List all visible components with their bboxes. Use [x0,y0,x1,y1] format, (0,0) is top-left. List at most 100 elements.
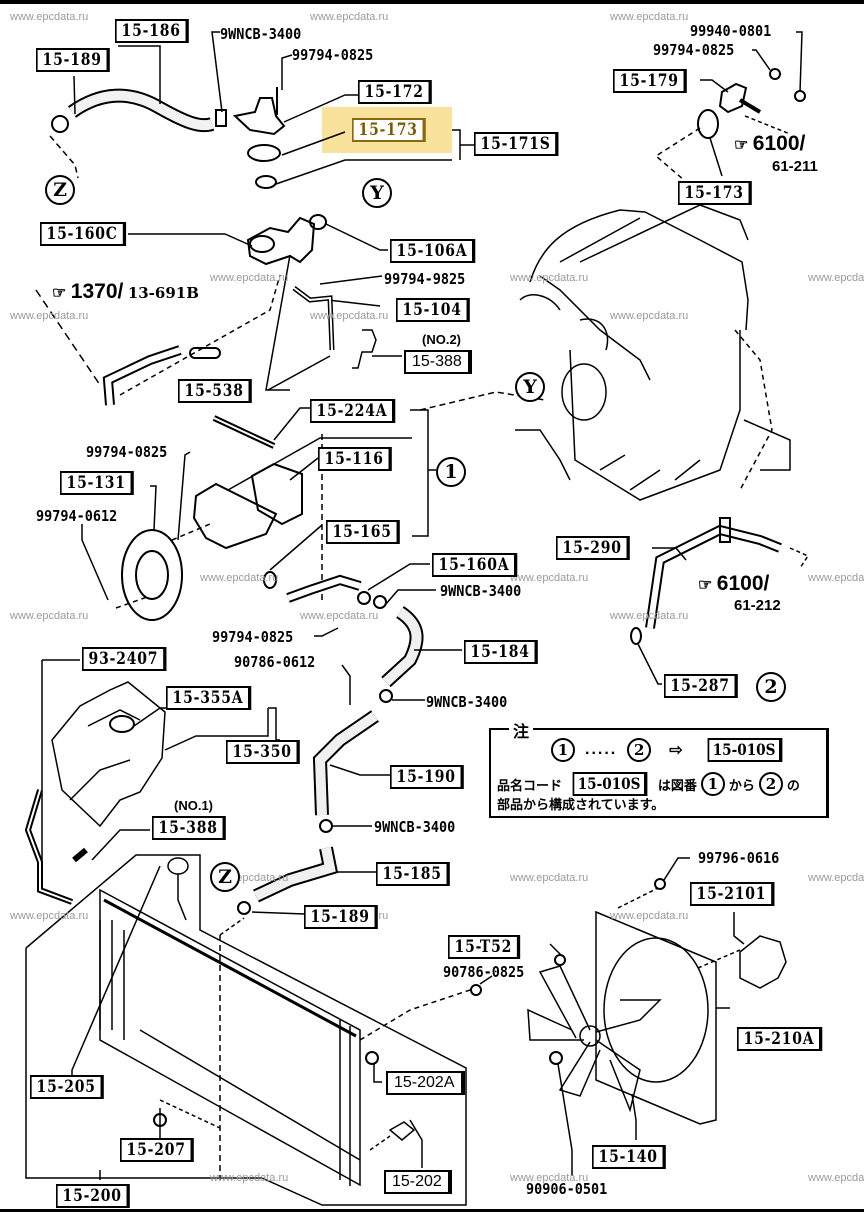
part-label-15-186[interactable]: 15-186 [115,19,189,43]
hardware-9wncb-3400-top[interactable]: 9WNCB-3400 [220,25,302,43]
group-marker-2-note: 2 [627,738,652,762]
hardware-99794-9825[interactable]: 99794-9825 [384,270,466,288]
ref-figure: 61-212 [734,597,781,614]
hardware-99794-0825-lower[interactable]: 99794-0825 [212,628,294,646]
part-label-15-116[interactable]: 15-116 [318,447,392,471]
watermark: www.epcdata.ru [210,272,289,284]
hardware-99794-0825-top[interactable]: 99794-0825 [292,46,374,64]
cross-reference-6100-211-sub[interactable]: 61-211 [772,158,818,176]
pulley-15-131 [121,529,183,621]
part-label-15-140[interactable]: 15-140 [592,1145,666,1169]
part-label-15-350[interactable]: 15-350 [226,740,300,764]
hardware-9wncb-3400-lower[interactable]: 9WNCB-3400 [426,693,508,711]
part-label-15-290[interactable]: 15-290 [556,536,630,560]
note-text-prefix: 品名コード [497,778,563,794]
cross-reference-6100-212[interactable]: ☞ 6100/ [698,572,769,596]
part-label-15-207[interactable]: 15-207 [120,1138,194,1162]
pointing-hand-icon: ☞ [734,137,749,154]
part-label-15-355A[interactable]: 15-355A [166,686,252,710]
part-label-15-189-bottom[interactable]: 15-189 [304,905,378,929]
part-label-15-2101[interactable]: 15-2101 [690,882,775,906]
watermark: www.epcdata.ru [610,910,689,922]
thermostat-cover [232,97,286,136]
hardware-90786-0825[interactable]: 90786-0825 [443,963,525,981]
part-label-15-388-no2[interactable]: 15-388 [404,350,472,374]
part-label-15-184[interactable]: 15-184 [464,640,538,664]
hardware-99796-0616[interactable]: 99796-0616 [698,849,780,867]
part-label-15-388-no1[interactable]: 15-388 [152,816,226,840]
part-label-15-173-right[interactable]: 15-173 [678,181,752,205]
watermark: www.epcdata.ru [10,610,89,622]
fan-motor-15-2101 [739,935,787,989]
hardware-9wncb-3400-bottom[interactable]: 9WNCB-3400 [374,818,456,836]
bracket-15-388-no2 [352,329,377,369]
cross-reference-6100-212-sub[interactable]: 61-212 [734,597,781,615]
part-label-15-205[interactable]: 15-205 [30,1075,104,1099]
kit-code-label[interactable]: 15-010S [707,738,782,762]
part-label-15-104[interactable]: 15-104 [396,298,470,322]
watermark: www.epcdata.ru [10,910,89,922]
ref-group: 6100/ [716,572,770,595]
part-label-15-171S[interactable]: 15-171S [474,132,559,156]
part-label-15-160C[interactable]: 15-160C [40,222,126,246]
watermark: www.epcdata.ru [510,572,589,584]
part-label-15-173-highlighted[interactable]: 15-173 [352,118,426,142]
note-dots: ..... [585,741,618,758]
clamp-15-189 [51,115,69,133]
hardware-99794-0825-pump[interactable]: 99794-0825 [86,443,168,461]
hardware-90906-0501[interactable]: 90906-0501 [526,1180,608,1198]
part-label-15-179[interactable]: 15-179 [613,69,687,93]
watermark: www.epcdata.ru [210,1172,289,1184]
part-label-15-T52[interactable]: 15-T52 [448,935,521,959]
group-marker-2-inline: 2 [758,772,783,796]
part-label-15-165[interactable]: 15-165 [326,520,400,544]
connection-marker-z-top: Z [45,175,75,205]
part-label-15-200[interactable]: 15-200 [56,1184,130,1208]
watermark: www.epcdata.ru [808,1172,864,1184]
part-label-15-189-top[interactable]: 15-189 [36,48,110,72]
group-marker-1-inline: 1 [700,772,725,796]
watermark: www.epcdata.ru [808,872,864,884]
part-label-15-185[interactable]: 15-185 [376,862,450,886]
watermark: www.epcdata.ru [510,272,589,284]
watermark: www.epcdata.ru [10,11,89,23]
part-label-15-202A[interactable]: 15-202A [386,1071,465,1095]
group-marker-1-note: 1 [551,738,575,762]
ref-group: 6100/ [752,132,806,155]
part-label-15-190[interactable]: 15-190 [390,765,464,789]
note-text-suffix: の [786,778,800,794]
part-label-15-287[interactable]: 15-287 [664,674,738,698]
engine-block [419,204,791,501]
part-label-15-202[interactable]: 15-202 [384,1170,452,1194]
watermark: www.epcdata.ru [310,310,389,322]
radiator-15-200 [25,854,467,1206]
note-line-3: 部品から構成されています。 [497,798,665,813]
thermostat [255,175,277,189]
hardware-90786-0612[interactable]: 90786-0612 [234,653,316,671]
part-label-15-172[interactable]: 15-172 [358,80,432,104]
connection-marker-y-top: Y [362,178,392,208]
part-label-93-2407[interactable]: 93-2407 [82,647,167,671]
kit-code-label-inline[interactable]: 15-010S [572,772,648,796]
part-label-15-224A[interactable]: 15-224A [310,399,396,423]
part-label-15-131[interactable]: 15-131 [60,471,134,495]
part-label-15-538[interactable]: 15-538 [178,379,252,403]
o-ring-15-106A [309,214,327,230]
watermark: www.epcdata.ru [510,872,589,884]
thermostat-housing-15-160C [246,216,316,266]
part-label-15-160A[interactable]: 15-160A [432,553,518,577]
part-label-15-210A[interactable]: 15-210A [737,1027,823,1051]
hardware-9wncb-3400-mid[interactable]: 9WNCB-3400 [440,582,522,600]
hardware-99794-0612[interactable]: 99794-0612 [36,507,118,525]
watermark: www.epcdata.ru [808,272,864,284]
hardware-99794-0825-right[interactable]: 99794-0825 [653,41,735,59]
watermark: www.epcdata.ru [510,1172,589,1184]
radiator-cap [167,857,189,875]
cross-reference-6100-211[interactable]: ☞ 6100/ [734,132,805,156]
fan-shroud-15-210A [595,910,730,1125]
hardware-99940-0801[interactable]: 99940-0801 [690,22,772,40]
part-label-15-106A[interactable]: 15-106A [390,239,476,263]
pointing-hand-icon: ☞ [698,577,713,594]
watermark: www.epcdata.ru [310,11,389,23]
cross-reference-1370[interactable]: ☞ 1370/ 13-691B [52,280,199,304]
